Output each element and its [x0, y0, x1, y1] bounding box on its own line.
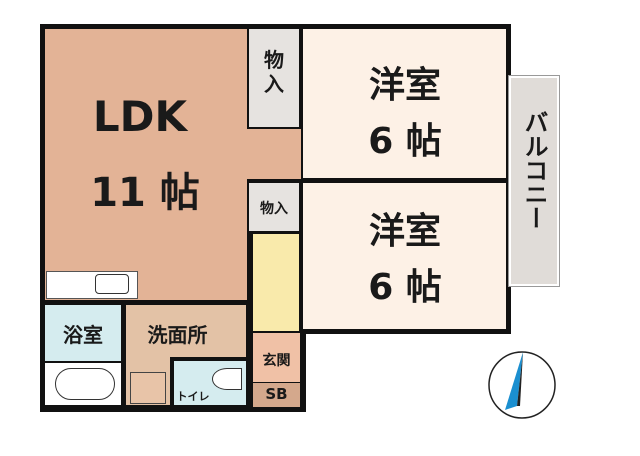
western-bottom-size: 6 帖	[368, 267, 442, 308]
closet-top-label: 物入	[264, 48, 284, 96]
toilet-label: トイレ	[176, 390, 210, 403]
ldk-extension	[247, 129, 301, 179]
bath-label: 浴室	[63, 323, 103, 347]
room-closet-top	[249, 29, 299, 127]
washer-space	[130, 372, 166, 404]
room-western-top	[303, 29, 506, 178]
room-western-bottom	[303, 183, 506, 329]
room-ldk	[45, 29, 247, 300]
room-bath	[45, 305, 121, 361]
closet-small-label: 物入	[260, 201, 288, 217]
kitchen-sink	[95, 274, 129, 294]
room-balcony	[508, 75, 560, 287]
room-closet-small	[249, 183, 299, 231]
room-washroom	[126, 305, 246, 357]
bathtub-basin	[55, 368, 115, 400]
toilet-bowl	[212, 368, 242, 390]
shoebox-label: SB	[265, 385, 288, 403]
washroom-label: 洗面所	[147, 323, 208, 347]
room-shoebox	[253, 383, 300, 407]
entrance-label: 玄関	[262, 353, 291, 369]
western-bottom-label: 洋室	[368, 211, 441, 252]
western-top-size: 6 帖	[368, 121, 442, 162]
western-top-label: 洋室	[368, 65, 441, 106]
ldk-label: LDK	[92, 92, 188, 141]
kitchen-counter	[46, 271, 138, 299]
room-entrance	[253, 333, 300, 382]
hallway	[253, 234, 299, 331]
balcony-label: バルコニー	[520, 110, 548, 230]
ldk-size: 11 帖	[90, 170, 200, 216]
